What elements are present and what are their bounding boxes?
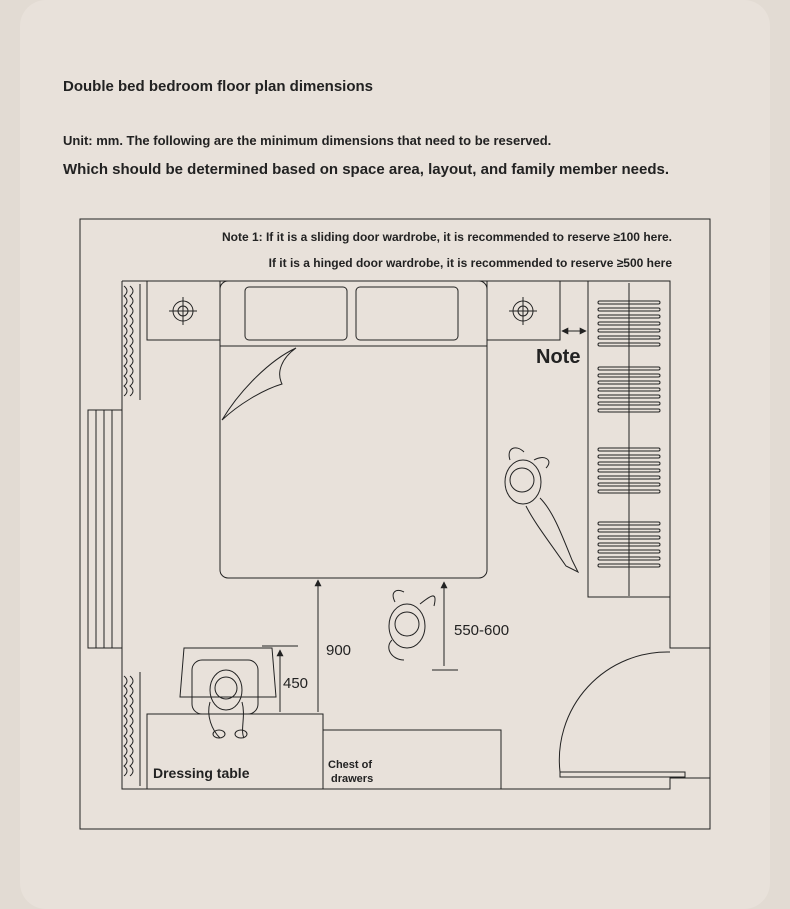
chest-label-line2: drawers — [331, 773, 373, 785]
outer-frame — [79, 218, 711, 830]
person-seated — [208, 669, 248, 739]
dim-450-label: 450 — [283, 675, 308, 692]
curtain-top — [123, 284, 141, 400]
page-title: Double bed bedroom floor plan dimensions — [63, 78, 374, 95]
person-at-wardrobe — [504, 447, 580, 574]
chair — [179, 647, 277, 715]
note1-line2: If it is a hinged door wardrobe, it is r… — [269, 256, 673, 270]
room-wall-left-bottom — [121, 281, 711, 829]
person-walking — [388, 589, 436, 661]
dressing-table-label: Dressing table — [153, 765, 250, 781]
door — [558, 651, 686, 778]
chest-label-line1: Chest of — [328, 759, 372, 771]
nightstand-left — [146, 280, 221, 341]
needs-description: Which should be determined based on spac… — [63, 161, 669, 178]
note-marker: Note — [536, 346, 580, 368]
double-bed — [219, 280, 488, 579]
window — [87, 409, 123, 649]
wardrobe — [587, 280, 671, 598]
unit-description: Unit: mm. The following are the minimum … — [63, 133, 552, 148]
dim-550-600-label: 550-600 — [454, 622, 509, 639]
note1-line1: Note 1: If it is a sliding door wardrobe… — [222, 230, 672, 244]
dim-900-label: 900 — [326, 642, 351, 659]
chest-of-drawers — [322, 729, 502, 790]
nightstand-right — [486, 280, 561, 341]
curtain-bottom — [123, 672, 141, 786]
